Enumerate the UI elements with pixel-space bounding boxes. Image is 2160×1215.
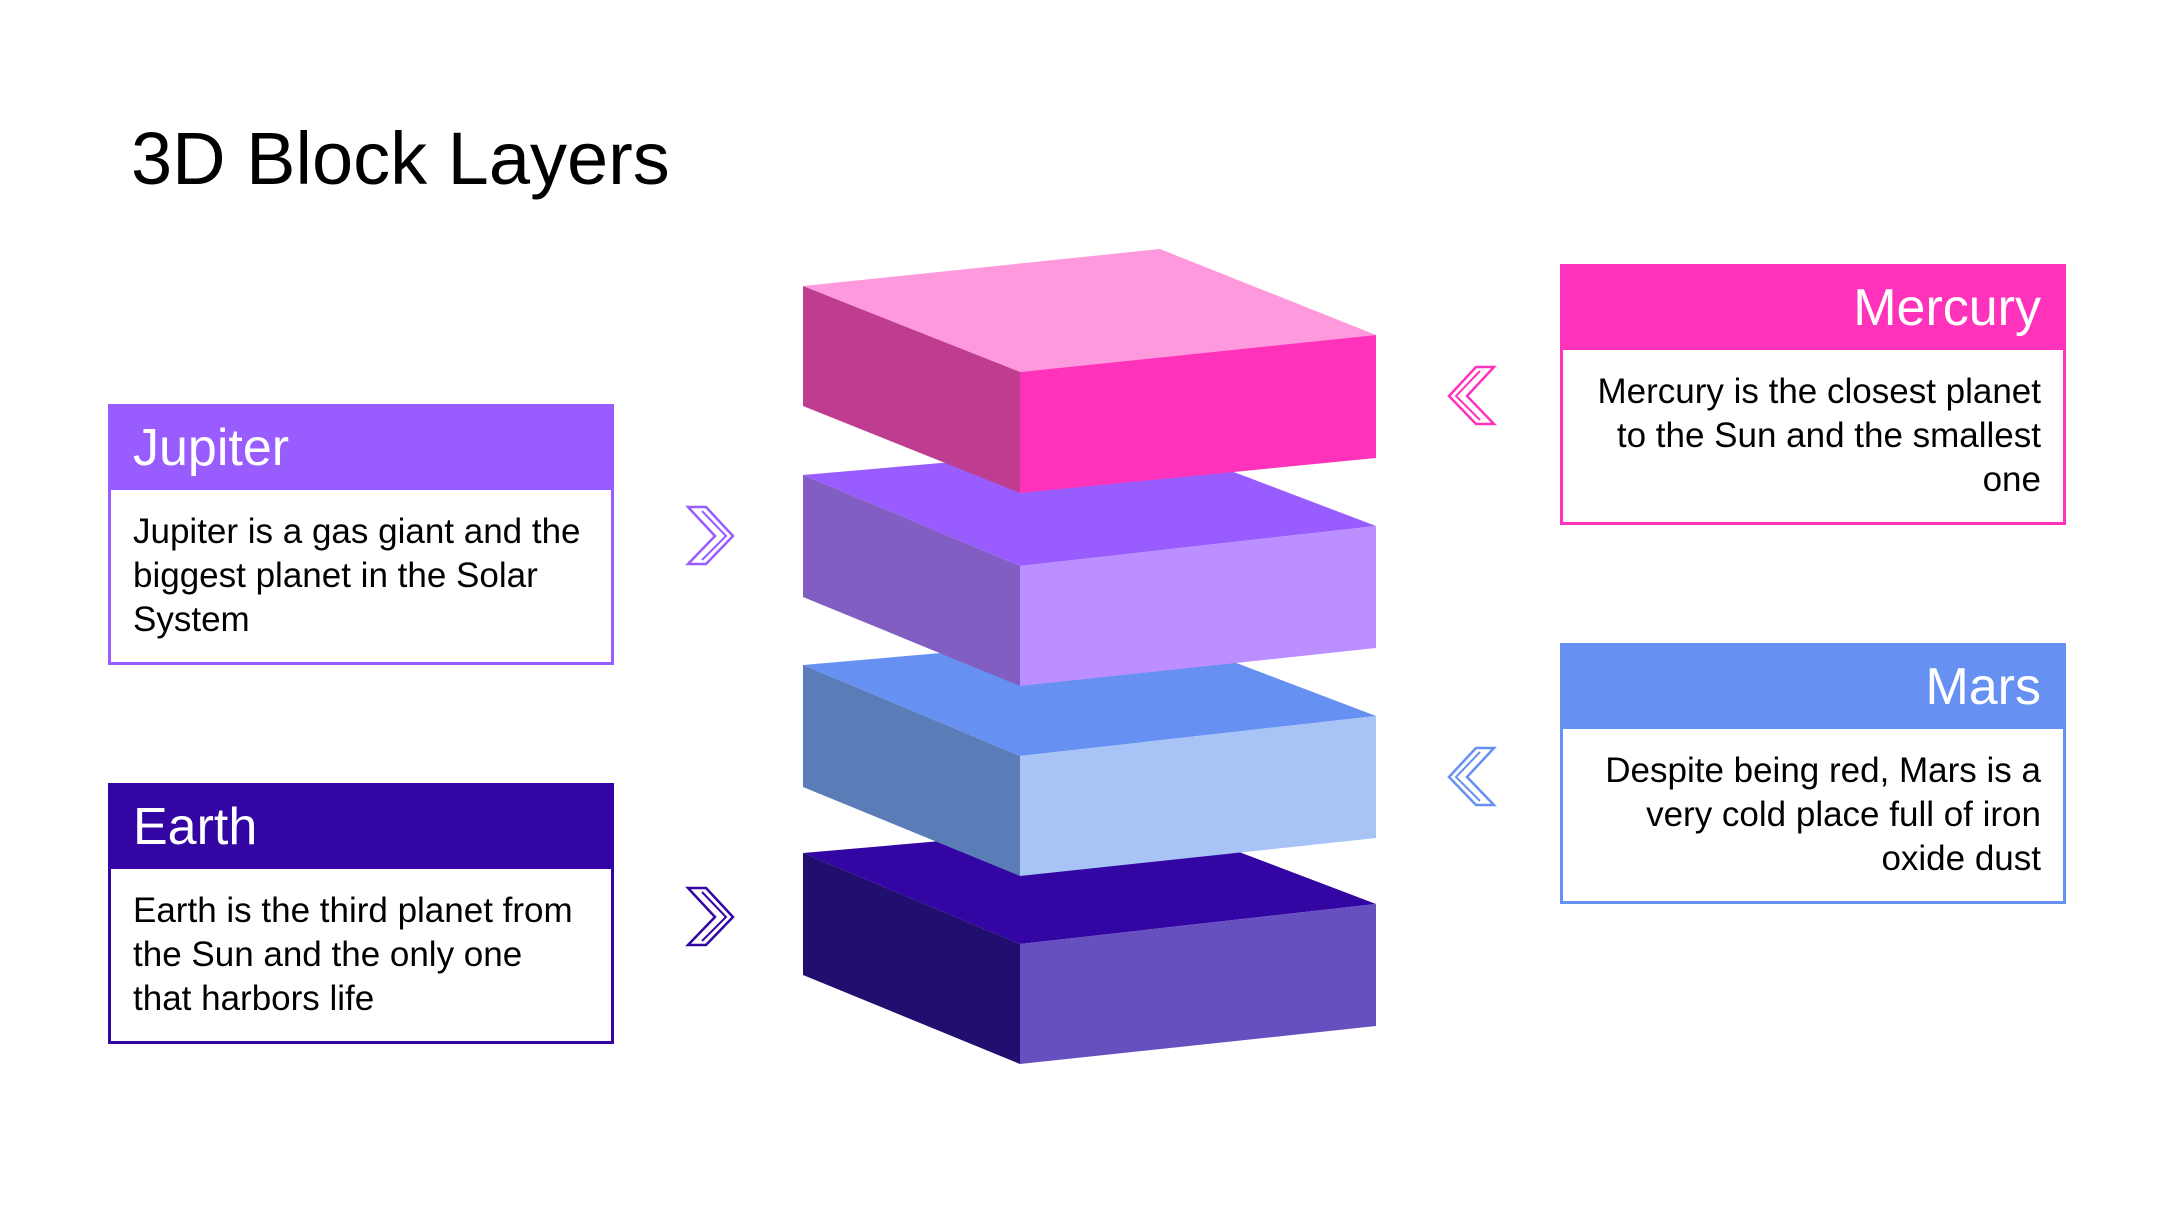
- chevron-double-right-icon: [685, 505, 735, 566]
- slide-title: 3D Block Layers: [131, 117, 670, 200]
- card-mercury: Mercury Mercury is the closest planet to…: [1560, 264, 2066, 525]
- layer-jupiter-right-face: [1020, 526, 1376, 686]
- layer-mercury-right-face: [1020, 335, 1376, 493]
- mars-arrow: [1447, 746, 1497, 807]
- card-mercury-header: Mercury: [1563, 267, 2063, 350]
- earth-arrow: [685, 886, 735, 947]
- mercury-arrow: [1447, 365, 1497, 426]
- layer-mercury-left-face: [803, 286, 1020, 493]
- chevron-double-left-icon-inner: [1454, 751, 1481, 802]
- layer-mars-left-face: [803, 665, 1020, 876]
- card-earth-header: Earth: [111, 786, 611, 869]
- layer-mercury: [803, 249, 1376, 493]
- card-earth-description: Earth is the third planet from the Sun a…: [133, 891, 573, 1018]
- chevron-double-right-icon-inner: [701, 510, 728, 561]
- card-mars: Mars Despite being red, Mars is a very c…: [1560, 643, 2066, 904]
- card-jupiter: Jupiter Jupiter is a gas giant and the b…: [108, 404, 614, 665]
- card-jupiter-description: Jupiter is a gas giant and the biggest p…: [133, 512, 581, 639]
- layer-mercury-top-face: [803, 249, 1376, 372]
- card-earth: Earth Earth is the third planet from the…: [108, 783, 614, 1044]
- layer-jupiter-top-face: [803, 444, 1376, 566]
- layer-mars-top-face: [803, 634, 1376, 756]
- chevron-double-right-icon: [685, 886, 735, 947]
- chevron-double-left-icon: [1447, 746, 1497, 807]
- layer-jupiter: [803, 444, 1376, 686]
- chevron-double-left-icon: [1447, 365, 1497, 426]
- card-jupiter-header: Jupiter: [111, 407, 611, 490]
- layer-earth-left-face: [803, 853, 1020, 1064]
- layer-jupiter-left-face: [803, 475, 1020, 686]
- layer-mars-right-face: [1020, 716, 1376, 876]
- card-mars-header: Mars: [1563, 646, 2063, 729]
- chevron-double-right-icon-inner: [701, 891, 728, 942]
- chevron-double-left-icon-inner: [1454, 370, 1481, 421]
- layer-earth-right-face: [1020, 904, 1376, 1064]
- layer-mars: [803, 634, 1376, 876]
- card-mercury-description: Mercury is the closest planet to the Sun…: [1597, 372, 2041, 499]
- card-mars-description: Despite being red, Mars is a very cold p…: [1605, 751, 2041, 878]
- jupiter-arrow: [685, 505, 735, 566]
